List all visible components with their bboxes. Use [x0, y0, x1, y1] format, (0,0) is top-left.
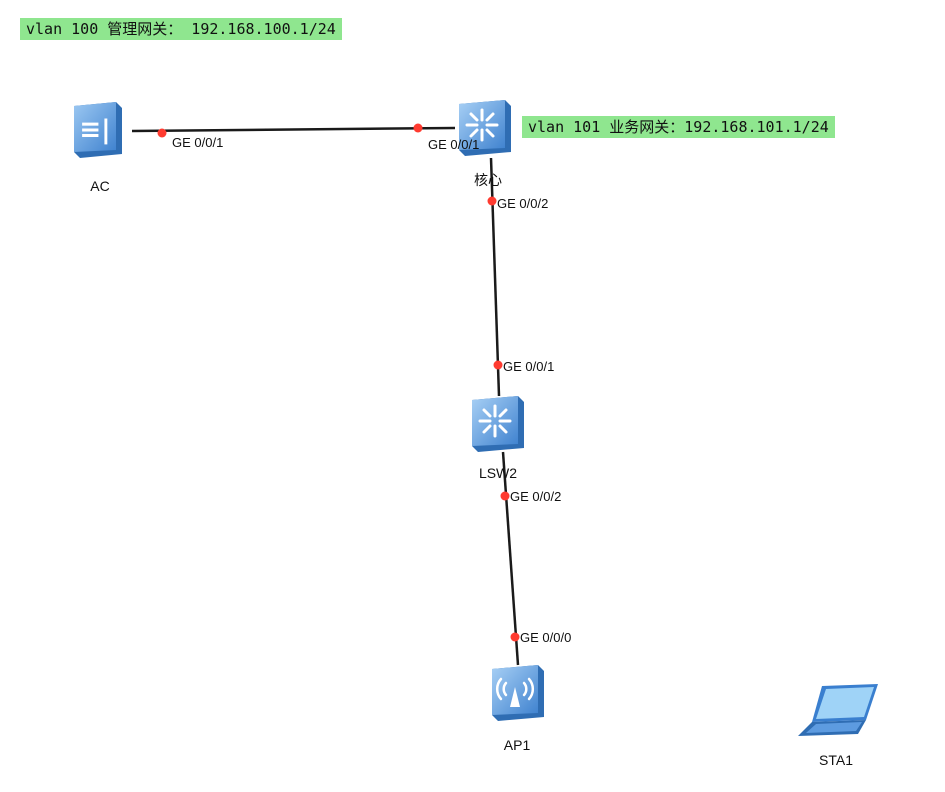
port-dot-lsw2-ge002[interactable]: [500, 491, 510, 501]
port-dot-ac-ge001[interactable]: [157, 128, 167, 138]
port-label-core-ge001: GE 0/0/1: [428, 137, 480, 152]
port-label-ap1-ge000: GE 0/0/0: [520, 630, 572, 645]
wireless-ap-icon: [492, 665, 544, 721]
port-label-core-ge002: GE 0/0/2: [497, 196, 549, 211]
device-label-sta1: STA1: [819, 752, 853, 768]
device-lsw2[interactable]: [468, 392, 528, 452]
device-ap1[interactable]: [488, 661, 548, 721]
device-core-switch[interactable]: [455, 96, 515, 156]
layer3-switch-icon: [459, 100, 511, 156]
port-dot-lsw2-ge001[interactable]: [493, 360, 503, 370]
note-vlan101-biz-gateway: vlan 101 业务网关：192.168.101.1/24: [522, 116, 835, 138]
port-dot-core-ge001[interactable]: [413, 123, 423, 133]
port-dot-ap1-ge000[interactable]: [510, 632, 520, 642]
link-ac-core[interactable]: [131, 126, 456, 133]
device-label-lsw2: LSW2: [478, 465, 518, 481]
device-label-core: 核心: [474, 172, 502, 188]
port-label-lsw2-ge002: GE 0/0/2: [510, 489, 562, 504]
device-label-ac: AC: [90, 178, 110, 194]
note-vlan100-mgmt-gateway: vlan 100 管理网关： 192.168.100.1/24: [20, 18, 342, 40]
link-lsw2-ap1[interactable]: [501, 451, 520, 666]
link-core-lsw2[interactable]: [489, 157, 501, 397]
layer3-switch-icon: [472, 396, 524, 452]
port-dot-core-ge002[interactable]: [487, 196, 497, 206]
ac-controller-icon: ≡|: [74, 102, 122, 158]
laptop-icon: [798, 684, 878, 736]
device-sta1[interactable]: [796, 680, 880, 742]
port-label-ac-ge001: GE 0/0/1: [172, 135, 224, 150]
device-ac[interactable]: ≡|: [68, 100, 128, 160]
svg-text:≡|: ≡|: [79, 115, 110, 145]
port-label-lsw2-ge001: GE 0/0/1: [503, 359, 555, 374]
device-label-ap1: AP1: [503, 737, 531, 753]
